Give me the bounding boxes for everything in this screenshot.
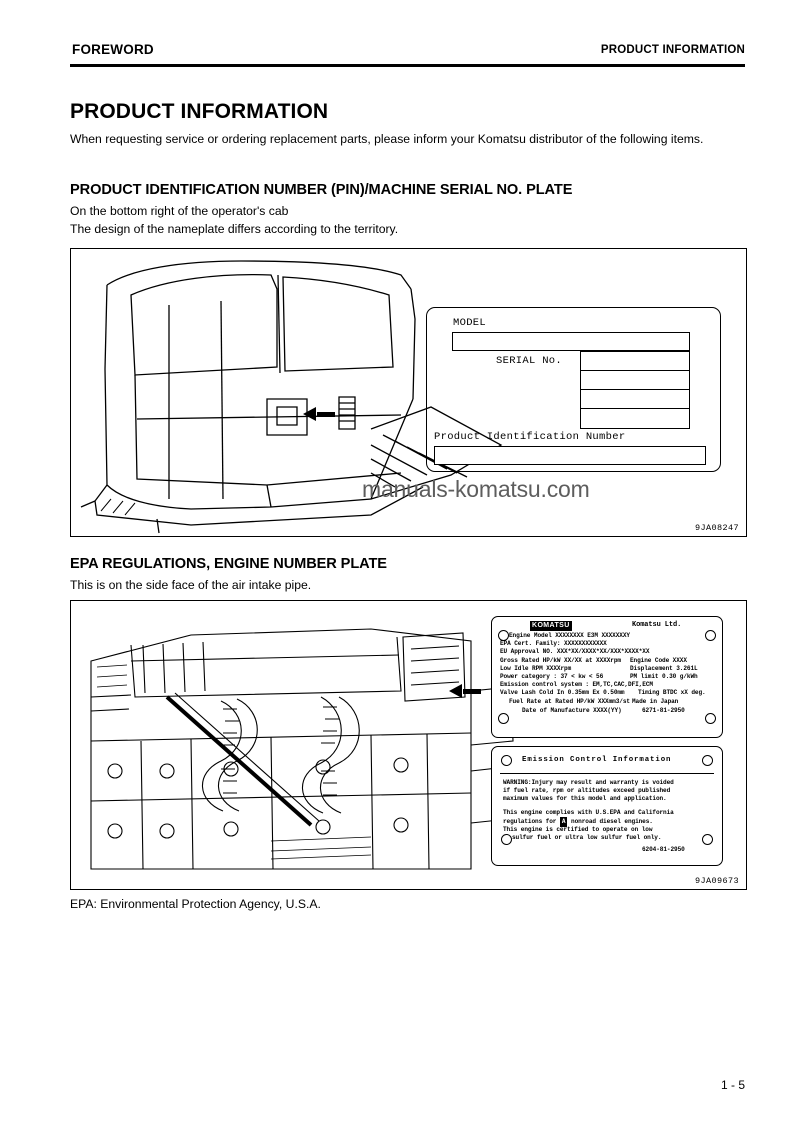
engine-plate-part-number: 6271-81-2950 (642, 707, 685, 714)
engine-plate-maker: Komatsu Ltd. (632, 621, 682, 629)
engine-illustration (90, 628, 514, 870)
emission-plate-hole-bottom-right (702, 834, 713, 845)
nameplate-diagram: MODEL SERIAL No. Product Identification … (426, 307, 721, 472)
section-heading-pin: PRODUCT IDENTIFICATION NUMBER (PIN)/MACH… (70, 182, 573, 198)
nameplate-serial-field-2 (580, 370, 690, 391)
nameplate-pin-field (434, 446, 706, 465)
figure-operator-cab: MODEL SERIAL No. Product Identification … (70, 248, 747, 537)
engine-plate-line-valve-lash: Valve Lash Cold In 0.35mm Ex 0.50mm (500, 689, 625, 696)
callout-arrow-head (303, 407, 316, 421)
engine-plate-hole-top-left (498, 630, 509, 641)
engine-callout-arrow-head (449, 684, 462, 698)
nameplate-model-label: MODEL (453, 317, 487, 329)
emission-warning-line-3: maximum values for this model and applic… (503, 795, 667, 802)
engine-plate-made-in: Made in Japan (632, 698, 679, 705)
emission-compliance-text-b: nonroad diesel engines. (571, 818, 653, 825)
engine-plate-hole-bottom-left (498, 713, 509, 724)
emission-compliance-line-4: sulfur fuel or ultra low sulfur fuel onl… (512, 834, 662, 841)
pin-territory-text: The design of the nameplate differs acco… (70, 222, 399, 236)
engine-plate-line-emission-system: Emission control system : EM,TC,CAC,DFI,… (500, 681, 653, 688)
epa-footnote: EPA: Environmental Protection Agency, U.… (70, 897, 321, 911)
figure-engine-compartment: KOMATSU Komatsu Ltd. Engine Model XXXXXX… (70, 600, 747, 890)
emission-warning-line-2: if fuel rate, rpm or altitudes exceed pu… (503, 787, 671, 794)
running-head-right: PRODUCT INFORMATION (600, 44, 745, 56)
emission-warning-line-1: WARNING:Injury may result and warranty i… (503, 779, 674, 786)
nameplate-model-field (452, 332, 690, 351)
emission-plate-hole-top-right (702, 755, 713, 766)
engine-plate-line-low-idle: Low Idle RPM XXXXrpm (500, 665, 572, 672)
watermark: manuals-komatsu.com (362, 476, 590, 502)
engine-plate-line-model: Engine Model XXXXXXXX E3M XXXXXXXY (509, 632, 630, 639)
intro-paragraph: When requesting service or ordering repl… (70, 132, 704, 146)
emission-compliance-line-1: This engine complies with U.S.EPA and Ca… (503, 809, 674, 816)
engine-plate-hole-top-right (705, 630, 716, 641)
nameplate-serial-label: SERIAL No. (496, 355, 563, 367)
figure-id-engine: 9JA09673 (694, 876, 739, 886)
page-title: PRODUCT INFORMATION (70, 100, 329, 123)
epa-location-text: This is on the side face of the air inta… (70, 578, 312, 592)
engine-plate-hole-bottom-right (705, 713, 716, 724)
engine-plate-line-eu-approval: EU Approval NO. XXX*XX/XXXX*XX/XXX*XXXX*… (500, 648, 650, 655)
engine-plate-line-power-category: Power category : 37 < kw < 56 (500, 673, 604, 680)
running-head: FOREWORD PRODUCT INFORMATION (70, 42, 745, 68)
emission-plate-part-number: 6204-81-2950 (642, 846, 685, 853)
engine-plate-displacement: Displacement 3.261L (630, 665, 698, 672)
callout-arrow-tail (317, 412, 335, 417)
nameplate-outline (426, 307, 721, 472)
figure-id-cab: 9JA08247 (694, 523, 739, 533)
engine-plate-engine-code: Engine Code XXXX (630, 657, 687, 664)
engine-plate-pm-limit: PM limit 0.30 g/kWh (630, 673, 698, 680)
emission-plate-hole-bottom-left (501, 834, 512, 845)
engine-callout-arrow-tail (463, 689, 481, 694)
komatsu-logo: KOMATSU (530, 621, 572, 631)
header-rule (70, 64, 745, 67)
emission-compliance-line-2: regulations for A nonroad diesel engines… (503, 817, 653, 827)
engine-data-plate: KOMATSU Komatsu Ltd. Engine Model XXXXXX… (491, 616, 723, 738)
section-heading-epa: EPA REGULATIONS, ENGINE NUMBER PLATE (70, 556, 387, 572)
running-head-left: FOREWORD (72, 42, 154, 57)
emission-plate-title: Emission Control Information (522, 756, 672, 764)
engine-plate-line-date-manufacture: Date of Manufacture XXXX(YY) (522, 707, 622, 714)
emission-control-information-plate: Emission Control Information WARNING:Inj… (491, 746, 723, 866)
nameplate-serial-field-4 (580, 408, 690, 429)
engine-plate-timing: Timing BTDC xX deg. (638, 689, 706, 696)
emission-plate-hole-top-left (501, 755, 512, 766)
engine-plate-line-epa-family: EPA Cert. Family: XXXXXXXXXXXX (500, 640, 607, 647)
emission-compliance-text-a: regulations for (503, 818, 557, 825)
emission-compliance-line-3: This engine is certified to operate on l… (503, 826, 653, 833)
cab-illustration (80, 260, 503, 534)
engine-plate-line-fuel-rate: Fuel Rate at Rated HP/kW XXXmm3/st (509, 698, 630, 705)
nameplate-serial-field-1 (580, 351, 690, 372)
nameplate-pin-label: Product Identification Number (434, 431, 626, 443)
nameplate-serial-field-3 (580, 389, 690, 410)
emission-plate-divider (500, 773, 714, 775)
page-number: 1 - 5 (720, 1078, 745, 1092)
engine-plate-line-gross-rated: Gross Rated HP/kW XX/XX at XXXXrpm (500, 657, 621, 664)
pin-location-text: On the bottom right of the operator's ca… (70, 204, 289, 218)
